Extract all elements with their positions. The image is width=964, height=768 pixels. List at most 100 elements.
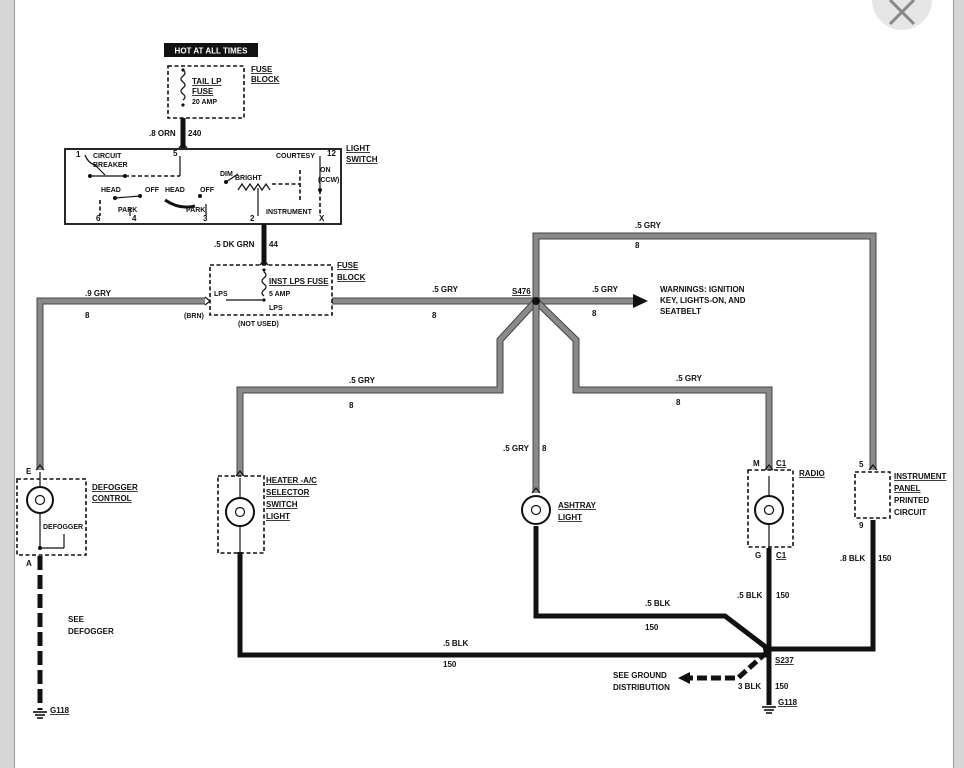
- bottom-blk-num: 150: [443, 660, 457, 669]
- top-gry-num: 8: [635, 241, 640, 250]
- close-icon: [888, 0, 916, 26]
- ground-icon: [33, 711, 47, 719]
- fuse-name-2: FUSE: [192, 87, 214, 96]
- gray-wires: [36, 232, 877, 493]
- park-2: PARK: [186, 207, 205, 214]
- instrument: INSTRUMENT: [266, 209, 313, 216]
- term-12: 12: [327, 149, 336, 158]
- radio-c1-bot: C1: [776, 551, 787, 560]
- light-switch-label-1: LIGHT: [346, 144, 370, 153]
- ip-blk: .8 BLK: [840, 554, 866, 563]
- head-2: HEAD: [165, 187, 185, 194]
- warnings-line-1: WARNINGS: IGNITION: [660, 285, 745, 294]
- circuit-breaker-1: CIRCUIT: [93, 153, 122, 160]
- lps-2: LPS: [269, 305, 283, 312]
- bulb-icon: [26, 486, 54, 514]
- ground-icon: [762, 706, 776, 714]
- hot-banner: [164, 43, 258, 57]
- light-switch-label-2: SWITCH: [346, 155, 378, 164]
- close-button[interactable]: [872, 0, 932, 30]
- light-switch-box: [64, 148, 342, 225]
- ashtray-gry-num: 8: [542, 444, 547, 453]
- heater-label-4: LIGHT: [266, 512, 290, 521]
- ip-blk-num: 150: [878, 554, 892, 563]
- lps-1: LPS: [214, 291, 228, 298]
- ccw: (CCW): [318, 177, 339, 184]
- ashtray-blk: .5 BLK: [645, 599, 671, 608]
- term-4: 4: [132, 214, 137, 223]
- heater-box: [217, 475, 265, 554]
- heater-gry-num: 8: [349, 401, 354, 410]
- bottom-blk: .5 BLK: [443, 639, 469, 648]
- radio-box: [747, 469, 794, 548]
- circuit-breaker-2: BREAKER: [93, 162, 128, 169]
- ground-dist-2: DISTRIBUTION: [613, 683, 670, 692]
- fuse-block-label-1: FUSE: [251, 65, 273, 74]
- courtesy: COURTESY: [276, 153, 315, 160]
- ip-label-2: PANEL: [894, 484, 921, 493]
- dk-grn-gauge: .5 DK GRN: [214, 240, 255, 249]
- fuse-icon: [180, 69, 186, 101]
- defogger-label-1: DEFOGGER: [92, 483, 138, 492]
- ashtray-label-2: LIGHT: [558, 513, 582, 522]
- ip-label-1: INSTRUMENT: [894, 472, 947, 481]
- fuse-block-label-2: BLOCK: [251, 75, 280, 84]
- radio-term-m: M: [753, 459, 760, 468]
- term-a: A: [26, 559, 32, 568]
- splice-s476: [532, 297, 540, 305]
- ip-term-5: 5: [859, 460, 864, 469]
- defogger-box: [16, 478, 87, 556]
- inst-lps-rating: 5 AMP: [269, 291, 290, 298]
- radio-c1-top: C1: [776, 459, 787, 468]
- radio-gry: .5 GRY: [676, 374, 703, 383]
- bulb-icon: [754, 495, 784, 525]
- term-6: 6: [96, 214, 101, 223]
- switch-internals: [84, 154, 322, 216]
- ground-dist-1: SEE GROUND: [613, 671, 667, 680]
- left-gry-num: 8: [85, 311, 90, 320]
- warn-gry-num: 8: [592, 309, 597, 318]
- defogger-inner: DEFOGGER: [43, 524, 83, 531]
- g118-right: G118: [778, 698, 798, 707]
- fuse-block-top: [167, 65, 245, 119]
- inst-lps-fuse: INST LPS FUSE: [269, 277, 329, 286]
- ground-blk-num: 150: [775, 682, 789, 691]
- off-1: OFF: [145, 187, 160, 194]
- heater-label-1: HEATER -A/C: [266, 476, 317, 485]
- bulb-icon: [225, 497, 255, 527]
- ashtray-blk-num: 150: [645, 623, 659, 632]
- ip-term-9: 9: [859, 521, 864, 530]
- diagram-page: [14, 0, 954, 768]
- ip-box: [854, 471, 891, 519]
- wire-labels: .9 GRY 8 .5 GRY 8 .5 GRY 8 .5 GRY 8 .5 G…: [85, 221, 892, 691]
- radio-term-g: G: [755, 551, 761, 560]
- dim: DIM: [220, 171, 233, 178]
- fuse-block-mid: [209, 264, 333, 316]
- left-gry: .9 GRY: [85, 289, 112, 298]
- term-2: 2: [250, 214, 255, 223]
- ip-label-4: CIRCUIT: [894, 508, 927, 517]
- fuse-rating: 20 AMP: [192, 99, 217, 106]
- radio-blk-num: 150: [776, 591, 790, 600]
- see-defogger-1: SEE: [68, 615, 85, 624]
- splice-s237: [763, 645, 771, 653]
- feed-wire-circuit: 240: [188, 129, 202, 138]
- warnings-line-3: SEATBELT: [660, 307, 701, 316]
- fuse-name-1: TAIL LP: [192, 77, 222, 86]
- not-used-label: (NOT USED): [238, 321, 279, 328]
- term-5: 5: [173, 149, 178, 158]
- term-1: 1: [76, 150, 81, 159]
- fuse-block-mid-label-2: BLOCK: [337, 273, 366, 282]
- radio-gry-num: 8: [676, 398, 681, 407]
- fuse-block-mid-label-1: FUSE: [337, 261, 359, 270]
- off-2: OFF: [200, 187, 215, 194]
- radio-blk: .5 BLK: [737, 591, 763, 600]
- s237-label: S237: [775, 656, 794, 665]
- brn-label: (BRN): [184, 313, 204, 320]
- on: ON: [320, 167, 331, 174]
- s476-label: S476: [512, 287, 531, 296]
- heater-label-3: SWITCH: [266, 500, 298, 509]
- heater-label-2: SELECTOR: [266, 488, 310, 497]
- feed-wire-gauge: .8 ORN: [149, 129, 176, 138]
